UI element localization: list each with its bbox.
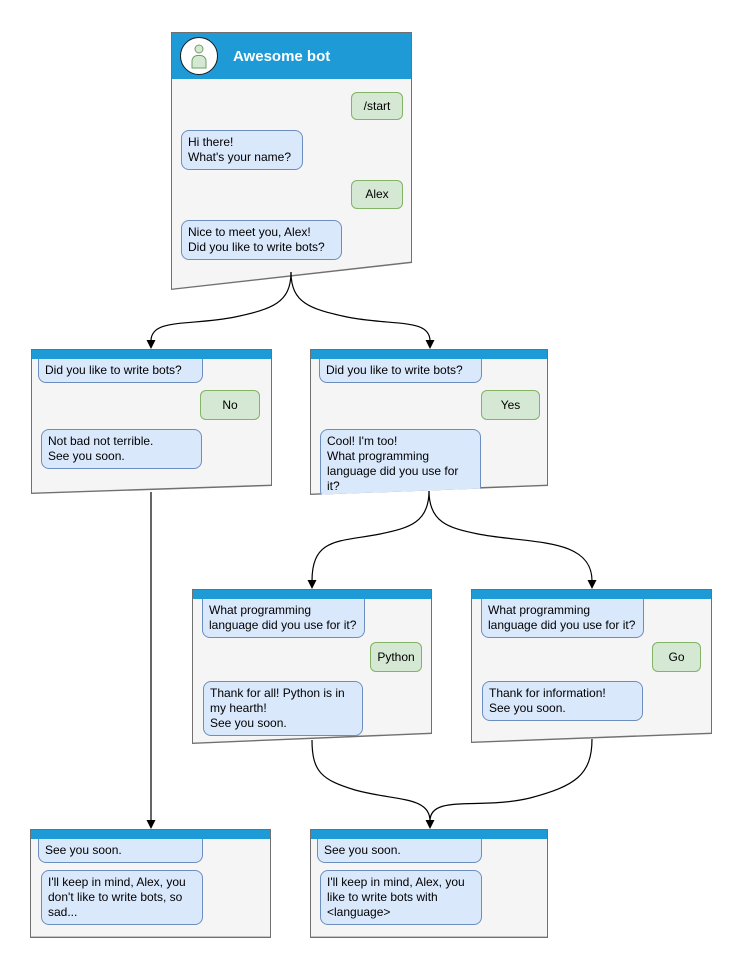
- chat-window-end-no: See you soon. I'll keep in mind, Alex, y…: [30, 829, 271, 938]
- user-message-bubble: Yes: [481, 390, 540, 420]
- bot-message-bubble: Did you like to write bots?: [38, 359, 203, 383]
- bot-message-bubble: Thank for information! See you soon.: [482, 681, 643, 721]
- person-icon: [187, 43, 211, 69]
- bot-message-bubble: Thank for all! Python is in my hearth! S…: [203, 681, 363, 736]
- user-message-bubble: /start: [351, 92, 403, 120]
- bot-message-bubble: See you soon.: [317, 839, 482, 863]
- bot-message-bubble: Cool! I'm too! What programming language…: [320, 429, 481, 499]
- window-titlebar: [31, 830, 270, 839]
- user-message-bubble: Python: [370, 642, 422, 672]
- arrowhead-yes-branch: [425, 340, 435, 349]
- bot-message-bubble: Hi there! What's your name?: [181, 130, 303, 170]
- connector-start-to-yes: [290, 271, 431, 342]
- bot-message-bubble: See you soon.: [38, 839, 203, 863]
- bot-avatar: [180, 37, 218, 75]
- bot-message-bubble: Nice to meet you, Alex! Did you like to …: [181, 220, 342, 260]
- chat-window-python: What programming language did you use fo…: [192, 589, 432, 744]
- bot-message-bubble: What programming language did you use fo…: [202, 599, 365, 638]
- window-titlebar: [472, 590, 711, 599]
- bot-message-bubble: What programming language did you use fo…: [481, 599, 644, 638]
- user-message-bubble: Go: [652, 642, 701, 672]
- window-titlebar: [193, 590, 431, 599]
- arrowhead-python: [307, 580, 317, 589]
- connector-python-to-end: [311, 739, 431, 822]
- window-titlebar: [311, 830, 547, 839]
- chat-window-branch-no: Did you like to write bots? No Not bad n…: [31, 349, 272, 494]
- connector-go-to-end: [429, 738, 593, 822]
- user-message-bubble: Alex: [351, 180, 403, 209]
- chat-window-end-yes: See you soon. I'll keep in mind, Alex, y…: [310, 829, 548, 938]
- bot-message-bubble: Not bad not terrible. See you soon.: [41, 429, 202, 469]
- arrowhead-end-yes: [425, 820, 435, 829]
- connector-yes-to-python: [311, 490, 430, 582]
- bot-message-bubble: Did you like to write bots?: [319, 359, 482, 383]
- bot-message-bubble: I'll keep in mind, Alex, you like to wri…: [320, 870, 482, 925]
- window-titlebar: [32, 350, 271, 359]
- arrowhead-end-no: [146, 820, 156, 829]
- chat-window-go: What programming language did you use fo…: [471, 589, 712, 743]
- window-title: Awesome bot: [233, 47, 331, 65]
- window-titlebar: Awesome bot: [172, 33, 411, 79]
- window-titlebar: [311, 350, 547, 359]
- arrowhead-no-branch: [146, 340, 156, 349]
- chat-window-start: Awesome bot /start Hi there! What's your…: [171, 32, 412, 290]
- user-message-bubble: No: [200, 390, 260, 420]
- connector-yes-to-go: [428, 490, 593, 582]
- chat-window-branch-yes: Did you like to write bots? Yes Cool! I'…: [310, 349, 548, 495]
- bot-message-bubble: I'll keep in mind, Alex, you don't like …: [41, 870, 203, 925]
- arrowhead-go: [587, 580, 597, 589]
